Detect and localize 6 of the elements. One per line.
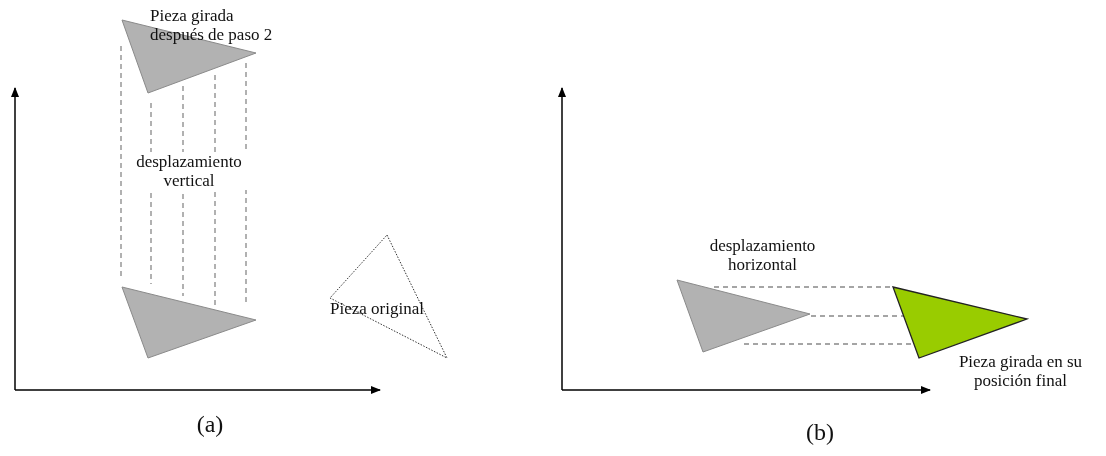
- piece-caption: Pieza girada en su posición final: [957, 352, 1084, 390]
- panel-label: (b): [805, 418, 835, 446]
- piece-caption: Pieza girada después de paso 2: [150, 6, 274, 44]
- panel-label: (a): [195, 410, 225, 438]
- piece-caption: Pieza original: [330, 299, 425, 318]
- displacement-label: desplazamiento horizontal: [708, 236, 817, 274]
